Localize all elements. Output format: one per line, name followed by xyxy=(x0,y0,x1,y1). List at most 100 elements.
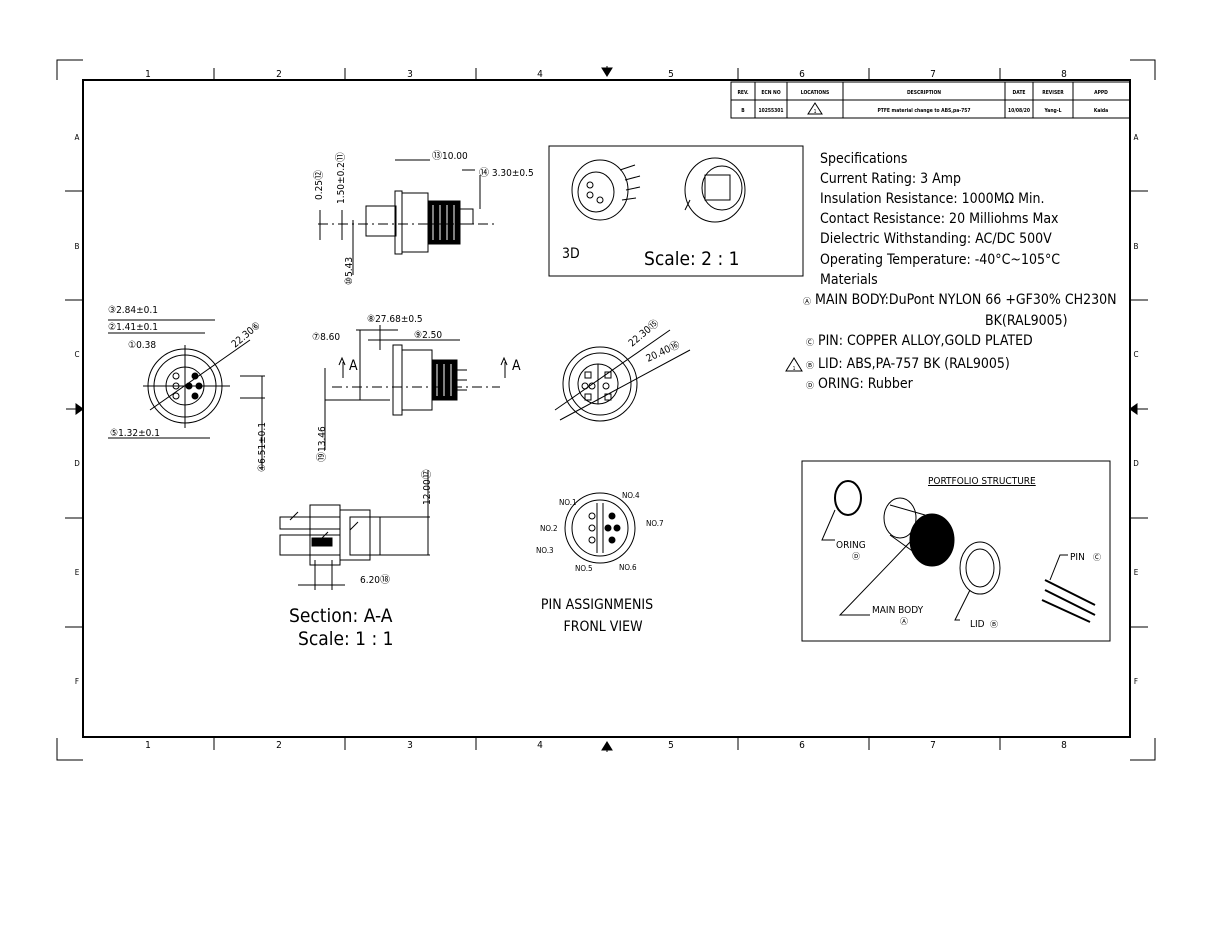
pin-label: NO.2 xyxy=(540,524,558,533)
dim-label: ⑩5.43 xyxy=(344,257,355,285)
grid-row-label: B xyxy=(75,242,80,251)
grid-row-label: F xyxy=(75,677,79,686)
dim-label: 20.40⑯ xyxy=(644,339,681,365)
dim-label: 12.00⑰ xyxy=(421,469,433,505)
material-marker: Ⓒ xyxy=(806,338,814,347)
header-reviser: REVISER xyxy=(1042,90,1064,96)
grid-row-label: A xyxy=(75,133,80,142)
material-line: BK(RAL9005) xyxy=(985,313,1068,329)
cell-description: PTFE material change to ABS,pa-757 xyxy=(877,108,970,114)
pin-label: NO.5 xyxy=(575,564,593,573)
grid-col-label: 7 xyxy=(930,69,936,80)
grid-col-label: 7 xyxy=(930,740,936,751)
grid-col-label: 6 xyxy=(799,740,805,751)
grid-row-labels-left: A B C D E F xyxy=(74,133,80,686)
grid-row-label: D xyxy=(1133,459,1139,468)
pin-label: NO.6 xyxy=(619,563,637,572)
spec-line: Contact Resistance: 20 Milliohms Max xyxy=(820,211,1059,227)
grid-col-label: 2 xyxy=(276,69,282,80)
grid-row-label: C xyxy=(1133,350,1138,359)
dim-label: ④6.51±0.1 xyxy=(257,422,268,472)
side-view-top: 0.25⑫ 1.50±0.2⑪ ⑬10.00 ⑭ 3.30±0.5 ⑩5.43 xyxy=(313,150,534,285)
section-scale: Scale: 1 : 1 xyxy=(298,628,394,650)
material-line: ORING: Rubber xyxy=(818,376,914,392)
dim-label: ①0.38 xyxy=(128,340,156,351)
header-description: DESCRIPTION xyxy=(907,90,941,96)
grid-row-label: B xyxy=(1134,242,1139,251)
grid-row-label: C xyxy=(74,350,79,359)
grid-column-labels-bottom: 1 2 3 4 5 6 7 8 xyxy=(145,740,1067,751)
specifications-block: Specifications Current Rating: 3 Amp Ins… xyxy=(785,151,1117,392)
grid-col-label: 8 xyxy=(1061,69,1067,80)
pin-label: NO.7 xyxy=(646,519,664,528)
header-ecn: ECN NO xyxy=(761,90,780,96)
lid-icon xyxy=(959,541,1001,595)
grid-row-label: E xyxy=(75,568,80,577)
pin-title: PIN ASSIGNMENIS xyxy=(541,597,653,613)
sheet-corner-marks xyxy=(56,59,1156,761)
dim-label: ⑤1.32±0.1 xyxy=(110,428,160,439)
pin-label: NO.4 xyxy=(622,491,640,500)
material-marker: Ⓐ xyxy=(803,297,811,306)
section-mark-a: A xyxy=(512,358,521,374)
revision-triangle-number: 1 xyxy=(814,109,817,115)
grid-col-label: 3 xyxy=(407,740,413,751)
grid-row-label: F xyxy=(1134,677,1138,686)
dim-label: 22.30⑥ xyxy=(230,320,263,350)
lid-marker: Ⓑ xyxy=(990,620,998,629)
material-line: LID: ABS,PA-757 BK (RAL9005) xyxy=(818,356,1010,372)
grid-col-label: 5 xyxy=(668,69,674,80)
section-view: 12.00⑰ 6.20⑱ Section: A-A Scale: 1 : 1 xyxy=(279,469,433,650)
connector-3d-front-icon xyxy=(571,159,641,221)
cell-rev: B xyxy=(741,108,745,114)
side-view-mid: ⑦8.60 ⑧27.68±0.5 ⑨2.50 ⑲13.46 A A xyxy=(312,314,521,462)
spec-line: Insulation Resistance: 1000MΩ Min. xyxy=(820,191,1045,207)
grid-column-labels-top: 1 2 3 4 5 6 7 8 xyxy=(145,69,1067,80)
centering-arrows xyxy=(66,66,1148,752)
dim-label: ⑲13.46 xyxy=(316,426,328,462)
view-3d-label: 3D xyxy=(562,246,580,262)
grid-col-label: 6 xyxy=(799,69,805,80)
header-rev: REV. xyxy=(737,90,748,96)
drawing-border xyxy=(82,79,1131,738)
grid-row-label: D xyxy=(74,459,80,468)
grid-dividers xyxy=(65,68,1148,750)
material-marker: Ⓓ xyxy=(806,381,814,390)
dim-label: ②1.41±0.1 xyxy=(108,322,158,333)
pin-marker: Ⓒ xyxy=(1093,553,1101,562)
materials-title: Materials xyxy=(820,272,878,288)
grid-col-label: 8 xyxy=(1061,740,1067,751)
dim-label: 6.20⑱ xyxy=(360,574,390,586)
view-3d: 3D Scale: 2 : 1 xyxy=(548,145,804,277)
revision-triangle-number: 1 xyxy=(793,366,796,372)
main-body-marker: Ⓐ xyxy=(900,617,908,626)
view-3d-scale: Scale: 2 : 1 xyxy=(644,248,740,270)
pin-label: NO.1 xyxy=(559,498,577,507)
dim-label: ⑧27.68±0.5 xyxy=(367,314,423,325)
spec-line: Current Rating: 3 Amp xyxy=(820,171,961,187)
main-body-icon xyxy=(883,497,955,567)
dim-label: ⑬10.00 xyxy=(432,150,468,162)
grid-col-label: 4 xyxy=(537,740,543,751)
header-date: DATE xyxy=(1013,90,1026,96)
main-body-label: MAIN BODY xyxy=(872,605,924,616)
portfolio-title: PORTFOLIO STRUCTURE xyxy=(928,476,1036,487)
material-marker: Ⓑ xyxy=(806,361,814,370)
grid-col-label: 3 xyxy=(407,69,413,80)
grid-col-label: 2 xyxy=(276,740,282,751)
cell-reviser: Yang-L xyxy=(1044,108,1062,114)
pin-subtitle: FRONL VIEW xyxy=(563,619,643,635)
dim-label: ⑭ 3.30±0.5 xyxy=(479,167,534,179)
specs-title: Specifications xyxy=(820,151,907,167)
pin-assignments: NO.1 NO.2 NO.3 NO.4 NO.5 NO.6 NO.7 PIN A… xyxy=(536,491,664,635)
lid-label: LID xyxy=(970,619,985,630)
dim-label: ③2.84±0.1 xyxy=(108,305,158,316)
material-line: PIN: COPPER ALLOY,GOLD PLATED xyxy=(818,333,1033,349)
cell-appd: Kaida xyxy=(1094,108,1108,114)
grid-col-label: 1 xyxy=(145,740,151,751)
section-mark-a: A xyxy=(349,358,358,374)
revision-triangle-icon xyxy=(785,357,803,372)
grid-row-label: A xyxy=(1134,133,1139,142)
connector-3d-rear-icon xyxy=(684,157,746,223)
